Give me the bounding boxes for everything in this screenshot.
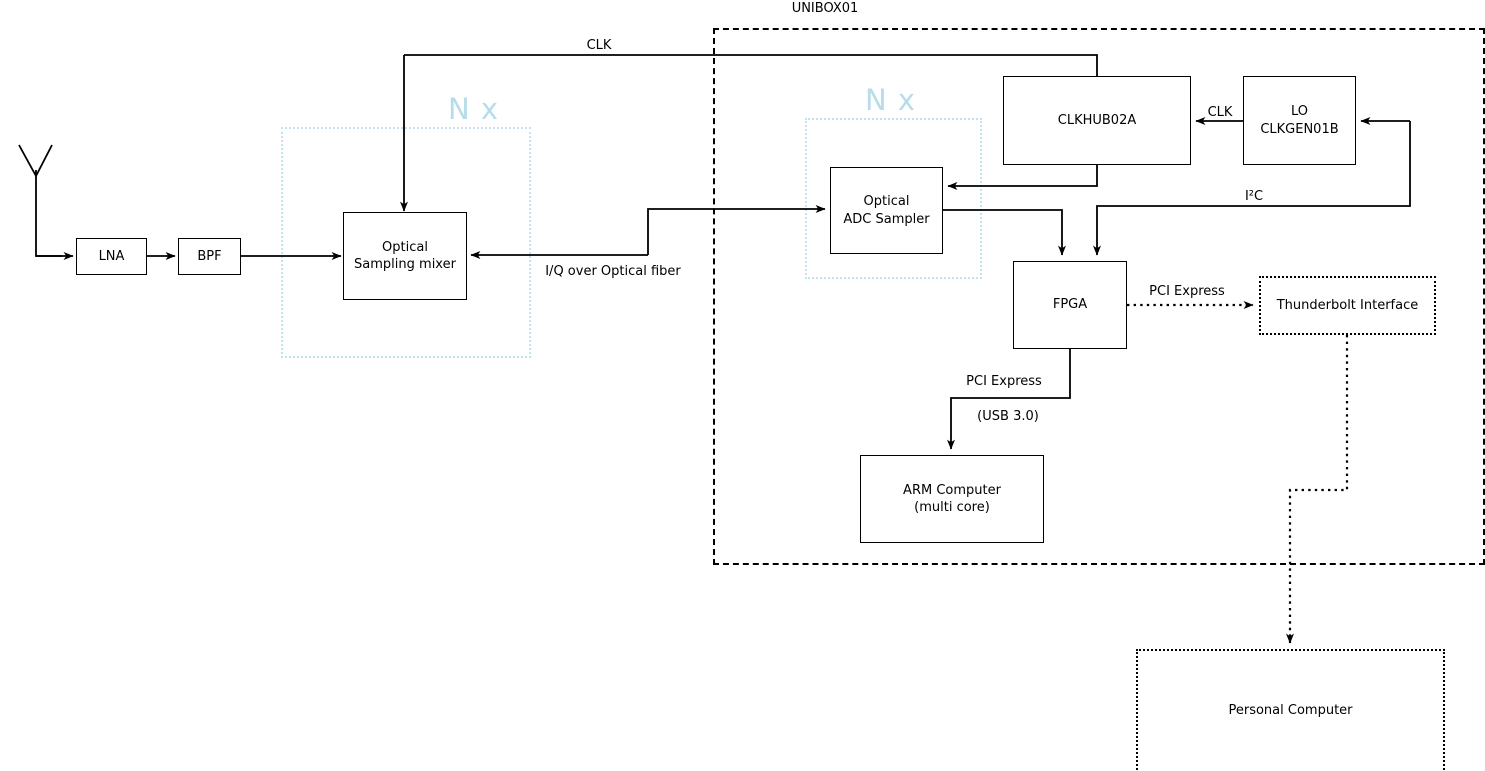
edge-label-usb3: (USB 3.0) xyxy=(977,409,1039,424)
block-optical-adc-sampler[interactable]: Optical ADC Sampler xyxy=(830,167,943,254)
group-multiplier-mixer: N x xyxy=(448,92,500,126)
edge-label-i2c: I²C xyxy=(1244,189,1264,204)
block-thunderbolt-interface[interactable]: Thunderbolt Interface xyxy=(1259,276,1436,335)
wire-fpga-to-arm xyxy=(947,348,1071,450)
antenna-icon xyxy=(18,144,62,257)
edge-label-clk-top: CLK xyxy=(586,38,612,53)
edge-label-pcie-thunderbolt: PCI Express xyxy=(1149,284,1225,299)
wire-i2c-loop xyxy=(1093,121,1411,256)
edge-label-iq-fiber: I/Q over Optical fiber xyxy=(545,264,681,279)
block-optical-sampling-mixer[interactable]: Optical Sampling mixer xyxy=(343,212,467,300)
block-bpf[interactable]: BPF xyxy=(178,238,241,275)
wire-mixer-to-adc xyxy=(647,205,826,255)
unibox01-label: UNIBOX01 xyxy=(791,1,859,16)
unibox01-enclosure xyxy=(713,28,1485,565)
block-lo-clkgen01b[interactable]: LO CLKGEN01B xyxy=(1243,76,1356,165)
edge-label-pcie-arm: PCI Express xyxy=(966,374,1042,389)
block-clkhub02a[interactable]: CLKHUB02A xyxy=(1003,76,1191,165)
block-arm-computer[interactable]: ARM Computer (multi core) xyxy=(860,455,1044,543)
block-fpga[interactable]: FPGA xyxy=(1013,261,1127,349)
wire-adc-to-fpga xyxy=(943,209,1066,256)
wire-clk-bus-top xyxy=(404,54,1098,76)
block-personal-computer[interactable]: Personal Computer xyxy=(1136,649,1445,771)
group-box-mixer xyxy=(281,127,531,358)
edge-label-clk-lo: CLK xyxy=(1207,105,1233,120)
group-multiplier-adc: N x xyxy=(865,83,917,117)
group-box-adc xyxy=(805,118,982,279)
wire-thunderbolt-to-pc xyxy=(1286,335,1349,644)
wire-clkhub-to-adc xyxy=(947,165,1098,190)
block-lna[interactable]: LNA xyxy=(76,238,147,275)
